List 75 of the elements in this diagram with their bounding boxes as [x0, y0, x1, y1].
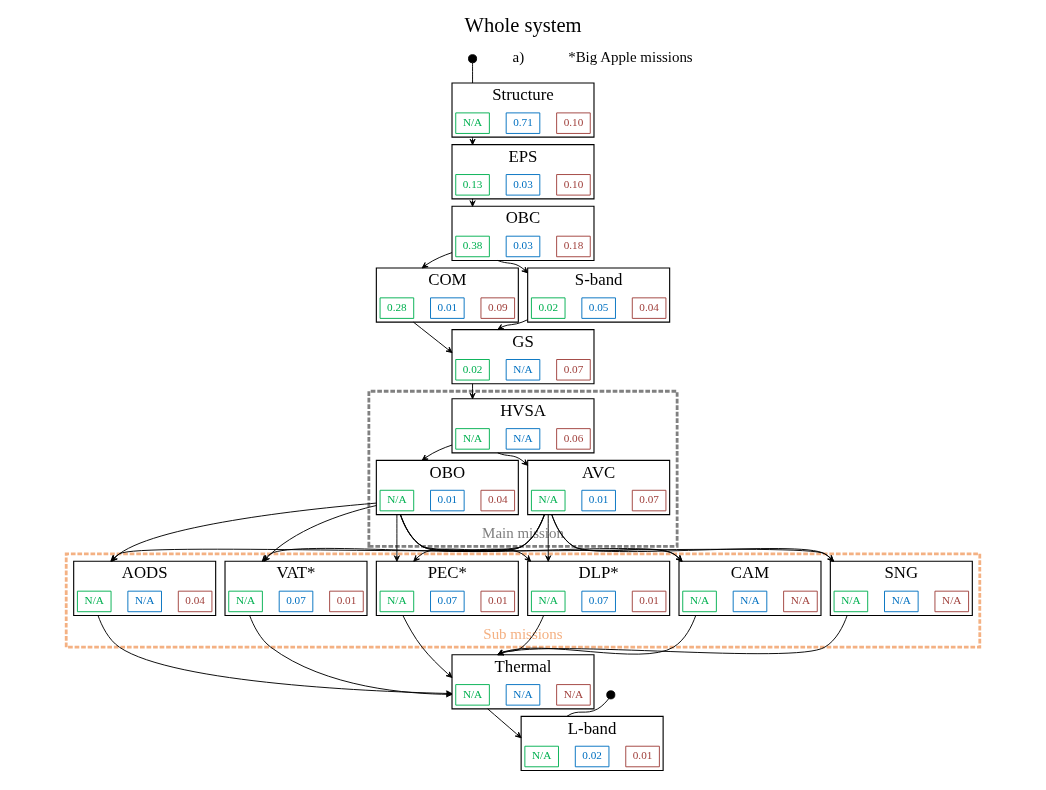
node-box: N/A: [524, 745, 559, 768]
node-box: 0.01: [430, 489, 465, 512]
node-box: N/A: [556, 684, 591, 706]
node-box: 0.03: [505, 235, 541, 258]
arrow: [487, 708, 522, 739]
node-box: N/A: [833, 590, 869, 613]
node-circle: [606, 690, 616, 700]
node-box: N/A: [934, 590, 970, 613]
node-box: 0.07: [631, 489, 667, 512]
arrow: [469, 136, 476, 146]
arrow: [393, 514, 400, 562]
arrow: [469, 198, 476, 207]
node-box: N/A: [530, 489, 566, 512]
arrow: [497, 615, 848, 656]
node-box: N/A: [505, 428, 541, 450]
node-box: N/A: [455, 112, 490, 134]
node-box: 0.18: [556, 235, 591, 258]
diagram-title: Whole system: [464, 14, 582, 37]
node-box: N/A: [732, 590, 768, 613]
node-box: 0.04: [631, 297, 667, 319]
node-box: 0.01: [581, 489, 616, 512]
node-box: 0.07: [581, 590, 616, 613]
node-box: N/A: [228, 590, 263, 613]
node-box: 0.09: [480, 297, 516, 319]
arrow: [421, 252, 453, 269]
node-box: 0.01: [631, 590, 667, 613]
arrow: [421, 444, 453, 461]
node-box: 0.10: [556, 112, 591, 134]
node-box: 0.10: [556, 174, 591, 196]
node-box: 0.01: [480, 590, 516, 613]
node-box: 0.38: [455, 235, 490, 258]
arrow: [497, 319, 529, 331]
node-box: 0.07: [430, 590, 465, 613]
arrow: [400, 514, 532, 562]
node-box: 0.02: [530, 297, 566, 319]
arrow: [399, 514, 834, 562]
node-box: 0.05: [581, 297, 616, 319]
node-box: 0.01: [329, 590, 364, 613]
node-box: 0.07: [278, 590, 314, 613]
node-box: 0.01: [430, 297, 465, 319]
node-box: 0.28: [379, 297, 415, 319]
node-box: 0.04: [480, 489, 516, 512]
node-box: 0.13: [455, 174, 490, 196]
node-box: N/A: [783, 590, 818, 613]
node-box: 0.03: [505, 174, 541, 196]
arrow: [551, 514, 834, 562]
arrow: [469, 383, 476, 400]
arrow: [413, 514, 545, 562]
node-box: N/A: [682, 590, 717, 613]
node-box: 0.02: [574, 745, 610, 768]
arrow: [497, 615, 697, 656]
node-box: 0.01: [625, 745, 660, 768]
node-box: 0.04: [177, 590, 213, 613]
node-box: N/A: [379, 590, 415, 613]
label: a): [512, 49, 525, 66]
node-box: N/A: [505, 684, 541, 706]
connector: [472, 62, 474, 84]
node-box: N/A: [76, 590, 112, 613]
node-box: N/A: [505, 359, 541, 381]
arrow: [551, 514, 683, 562]
node-box: N/A: [455, 684, 490, 706]
node-box: N/A: [530, 590, 566, 613]
node-box: 0.02: [455, 359, 490, 381]
arrow: [399, 514, 683, 562]
arrow: [413, 321, 453, 354]
node-box: 0.06: [556, 428, 591, 450]
node-box: N/A: [884, 590, 919, 613]
node-box: 0.71: [505, 112, 541, 134]
node-box: N/A: [379, 489, 415, 512]
node-box: 0.07: [556, 359, 591, 381]
arrow: [402, 615, 453, 678]
node-box: N/A: [455, 428, 490, 450]
label: *Big Apple missions: [568, 49, 693, 66]
node-box: N/A: [127, 590, 162, 613]
node-circle: [468, 54, 478, 64]
